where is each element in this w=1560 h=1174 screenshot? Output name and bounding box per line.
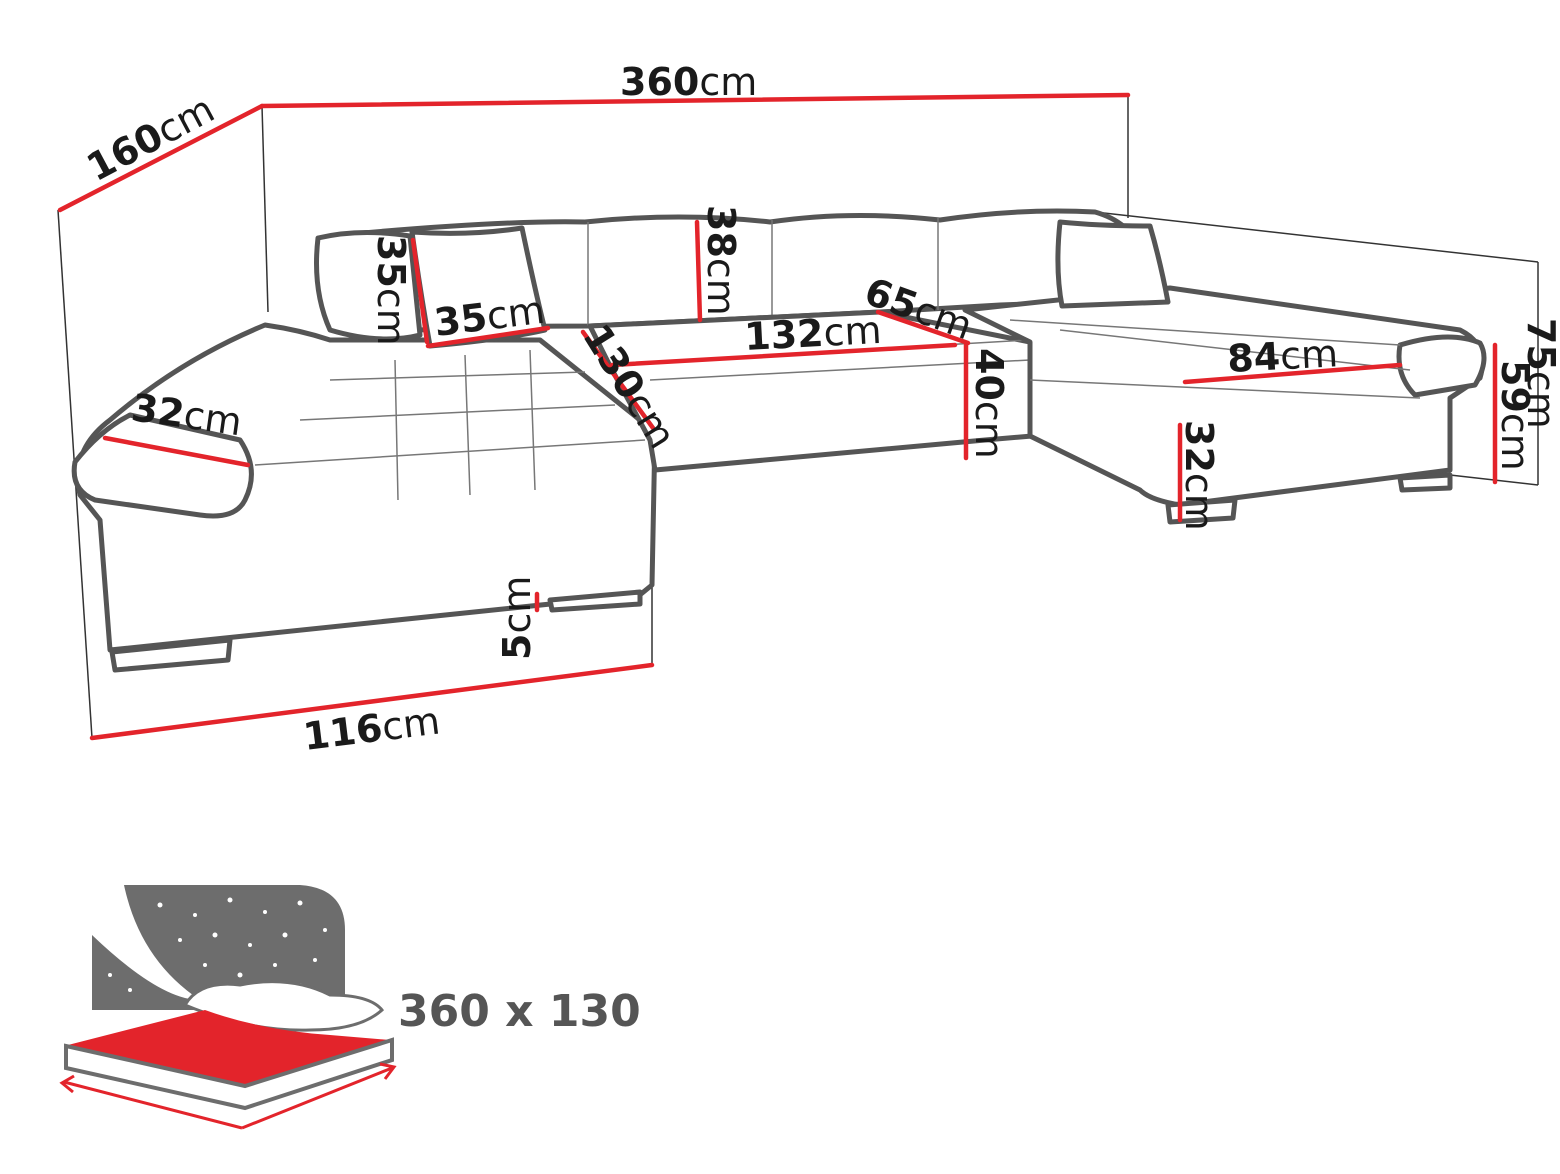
right-chaise (962, 285, 1485, 508)
left-pillow-back (314, 229, 423, 342)
left-front-leg (109, 637, 233, 673)
dim-line-35-height (410, 237, 430, 345)
label-left-chaise-width: 116cm (301, 699, 443, 759)
dim-line-160 (57, 103, 265, 213)
dim-line-360 (259, 92, 1131, 109)
label-total-width: 360cm (620, 60, 757, 104)
sofa-outline (71, 208, 1487, 673)
mattress-top (68, 1010, 390, 1085)
right-pillow (1055, 219, 1171, 309)
dim-line-130 (580, 329, 656, 431)
stars-icon (108, 897, 327, 992)
dim-line-132 (609, 342, 958, 368)
label-leg-height: 5cm (495, 576, 539, 660)
bed-size-label: 360 x 130 (398, 986, 641, 1037)
label-right-seat-height: 32cm (1177, 420, 1221, 531)
label-back-height: 38cm (699, 205, 743, 316)
bed-function-icon: 360 x 130 (59, 885, 641, 1130)
dim-line-32-arm (102, 435, 251, 468)
dimension-labels: 360cm 160cm 116cm 75cm 38cm 35cm 35cm 32… (80, 60, 1560, 759)
left-chaise (75, 322, 658, 653)
dim-line-35-width (425, 325, 551, 349)
right-back-leg (1397, 472, 1453, 493)
double-arrow-icon (59, 1062, 397, 1130)
label-armrest-width: 32cm (129, 385, 245, 444)
left-back-leg (547, 589, 643, 613)
right-armrest (1396, 334, 1487, 398)
night-sky-panel (92, 885, 345, 1010)
label-right-chaise-width: 84cm (1226, 331, 1339, 381)
dim-line-84 (1182, 362, 1403, 385)
dim-line-38 (694, 219, 703, 323)
mattress-base (64, 1037, 394, 1111)
label-pillow-height: 35cm (369, 235, 413, 346)
label-middle-seat-width: 132cm (743, 308, 882, 359)
label-seat-height: 40cm (967, 348, 1011, 459)
label-right-depth-height: 75cm (1519, 318, 1560, 429)
dim-line-116 (89, 662, 655, 741)
dim-line-65 (875, 309, 971, 346)
label-right-arm-height: 59cm (1493, 360, 1537, 471)
right-front-leg (1165, 497, 1238, 525)
dimension-lines (57, 92, 1498, 741)
label-pillow-width: 35cm (432, 288, 547, 345)
